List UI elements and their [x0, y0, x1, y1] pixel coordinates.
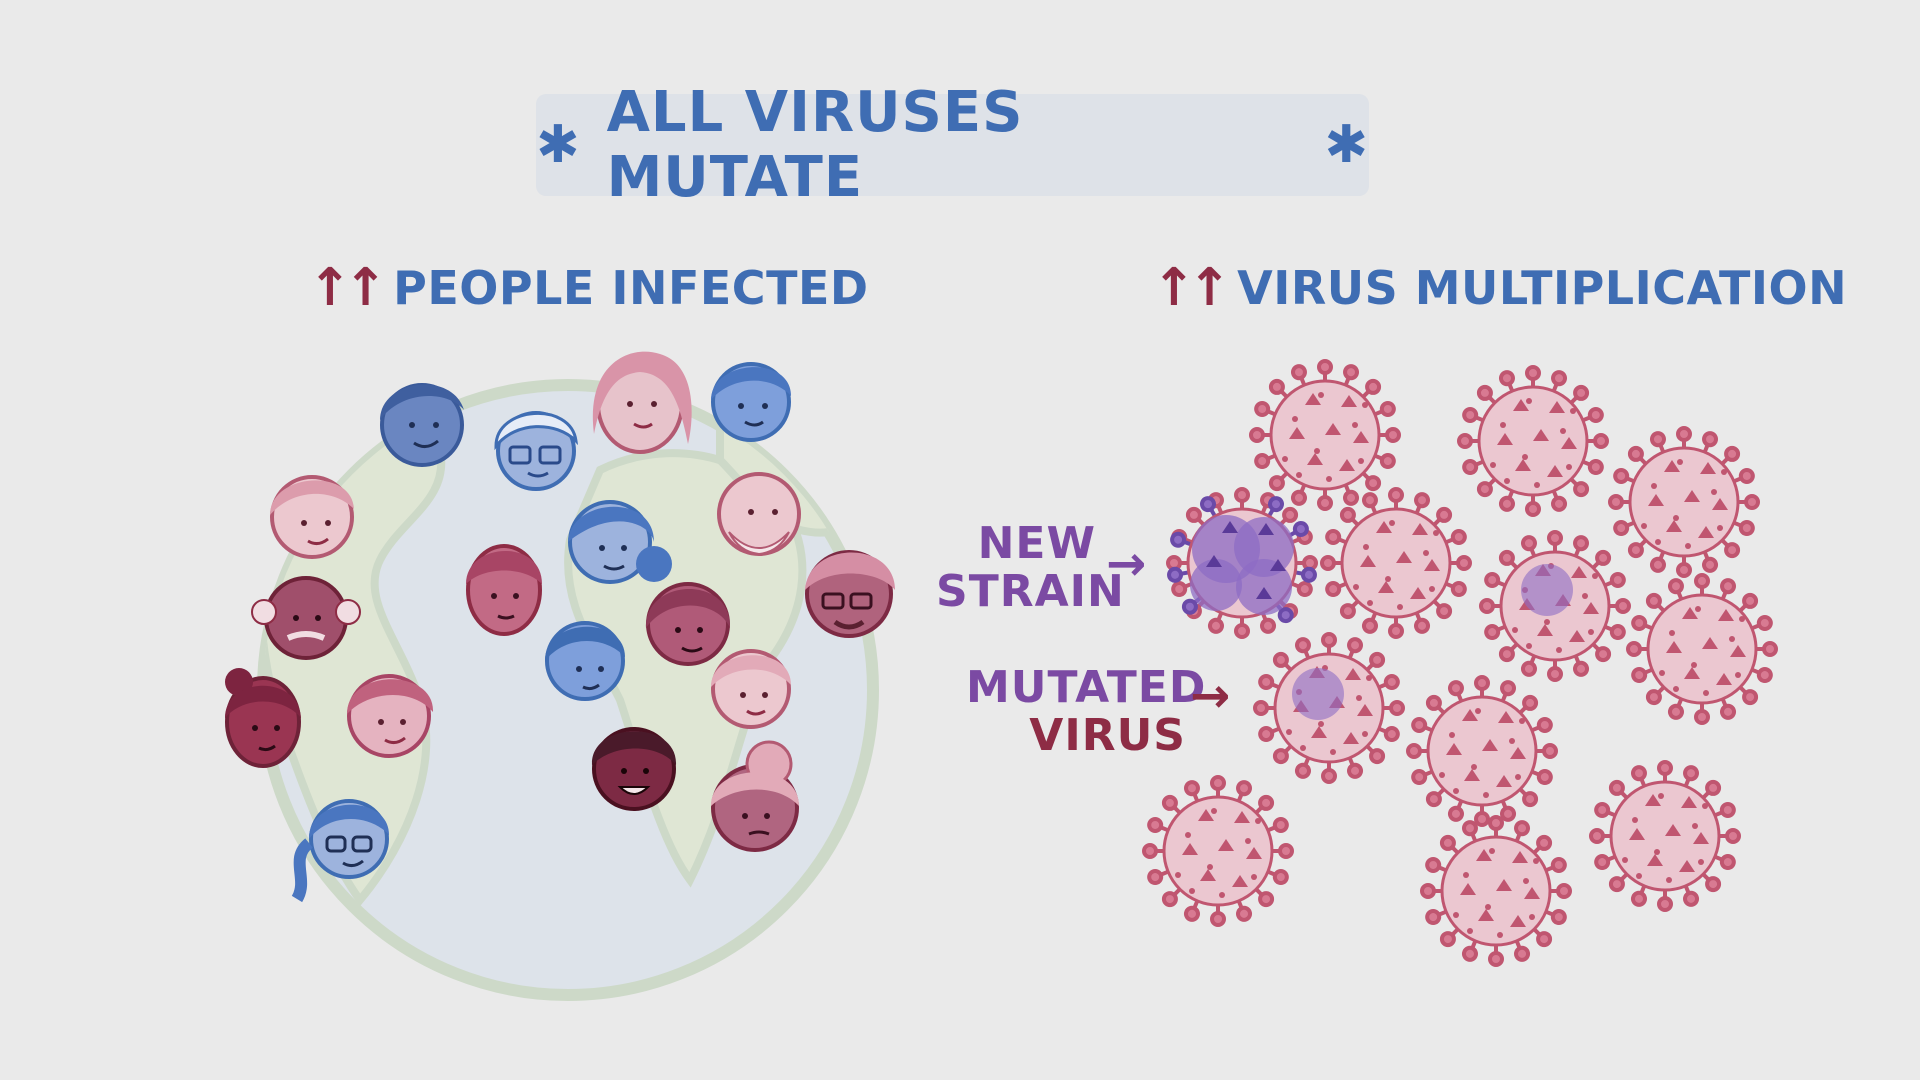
virus-icon	[1422, 817, 1570, 965]
face-avatar	[711, 362, 791, 442]
title-banner: ✱ ALL VIRUSES MUTATE ✱	[536, 80, 1369, 210]
face-avatar	[545, 621, 625, 701]
face-avatar	[591, 727, 677, 811]
mutated-virus-arrow-icon: →	[1190, 668, 1231, 724]
face-avatar	[645, 582, 731, 666]
people-infected-label: PEOPLE INFECTED	[393, 261, 869, 315]
virus-multiplication-label: VIRUS MULTIPLICATION	[1237, 261, 1848, 315]
virus-icon	[1628, 575, 1776, 723]
virus-icon	[1144, 777, 1292, 925]
mutated-virus-icon	[1255, 634, 1403, 782]
face-avatar	[380, 383, 464, 467]
mutated-virus-label: MUTATED VIRUS	[966, 662, 1207, 761]
double-up-arrow-icon: ↑↑	[308, 258, 387, 318]
face-avatar	[711, 649, 791, 729]
virus-icon	[1459, 367, 1607, 515]
face-avatar	[291, 799, 389, 903]
face-avatar	[592, 351, 692, 454]
virus-icon	[1591, 762, 1739, 910]
face-avatar	[225, 668, 301, 768]
face-avatar	[466, 544, 542, 636]
virus-icon	[1251, 361, 1399, 509]
face-avatar	[347, 674, 434, 758]
virus-icon	[1408, 677, 1556, 825]
face-avatar	[270, 475, 354, 559]
asterisk-icon: ✱	[1324, 115, 1369, 175]
double-up-arrow-icon: ↑↑	[1152, 258, 1231, 318]
face-avatar	[805, 550, 895, 638]
face-avatar	[494, 411, 579, 491]
new-strain-label: NEW STRAIN	[936, 518, 1125, 617]
new-strain-arrow-icon: →	[1106, 536, 1147, 592]
virus-icon	[1610, 428, 1758, 576]
asterisk-icon: ✱	[536, 115, 581, 175]
mutated-virus-icon	[1481, 532, 1629, 680]
banner-title: ALL VIRUSES MUTATE	[606, 80, 1024, 210]
virus-icon	[1322, 489, 1470, 637]
virus-multiplication-header: ↑↑ VIRUS MULTIPLICATION	[1152, 258, 1847, 318]
people-infected-header: ↑↑ PEOPLE INFECTED	[308, 258, 869, 318]
new-strain-virus-icon	[1166, 487, 1318, 639]
faces	[225, 351, 895, 903]
face-avatar	[568, 500, 672, 584]
face-avatar	[711, 740, 799, 852]
face-avatar	[251, 576, 361, 660]
face-avatar	[717, 472, 801, 556]
